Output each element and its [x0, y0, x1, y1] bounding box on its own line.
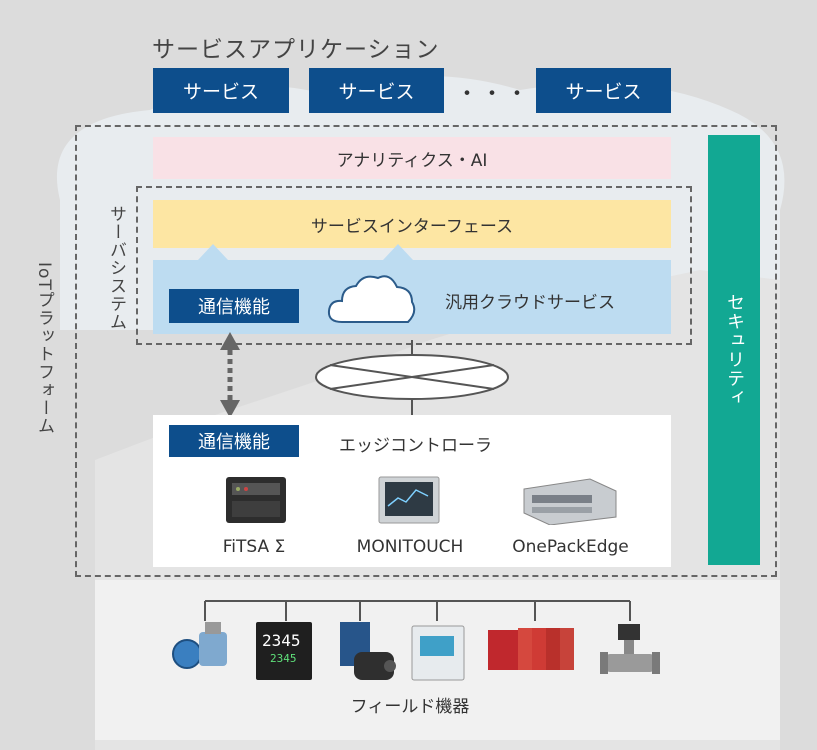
field-devices-label: フィールド機器 [350, 697, 470, 717]
monitouch-device-image [378, 476, 440, 524]
flow-meter-image [600, 624, 660, 674]
plc-image [488, 628, 574, 670]
product-label-fitsa: FiTSA Σ [222, 537, 286, 557]
iot-platform-label: IoTプラットフォーム [34, 262, 54, 435]
service-box-1: サービス [153, 68, 289, 113]
network-symbol [315, 340, 509, 416]
temperature-controller-image: 2345 2345 [256, 622, 312, 680]
product-label-onepackedge: OnePackEdge [512, 537, 629, 557]
svg-text:2345: 2345 [262, 631, 301, 650]
comm-double-arrow [220, 332, 240, 418]
server-system-boundary [136, 186, 692, 345]
svg-text:2345: 2345 [270, 652, 297, 665]
service-box-2: サービス [309, 68, 444, 113]
pressure-transmitter-image [172, 622, 227, 669]
security-label: セキュリティ [724, 293, 745, 407]
service-application-title: サービスアプリケーション [152, 37, 440, 63]
security-bar: セキュリティ [708, 135, 760, 565]
service-ellipsis: ・・・ [456, 82, 532, 107]
server-comm-function: 通信機能 [169, 289, 299, 323]
service-box-3: サービス [536, 68, 671, 113]
analytics-ai-band: アナリティクス・AI [153, 137, 671, 179]
field-device-bus [204, 600, 631, 621]
inverter-motor-image [340, 622, 396, 680]
cloud-icon [327, 275, 416, 323]
onepackedge-device-image [523, 478, 617, 525]
edge-controller-title: エッジコントローラ [339, 436, 492, 456]
iot-platform-boundary [75, 125, 777, 577]
cloud-service-label: 汎用クラウドサービス [445, 293, 615, 313]
edge-comm-function: 通信機能 [169, 425, 299, 457]
product-label-monitouch: MONITOUCH [356, 537, 464, 557]
service-interface-band: サービスインターフェース [153, 200, 671, 248]
server-system-label: サーバシステム [106, 205, 126, 331]
fitsa-device-image [226, 477, 286, 523]
power-monitor-image [411, 625, 465, 681]
